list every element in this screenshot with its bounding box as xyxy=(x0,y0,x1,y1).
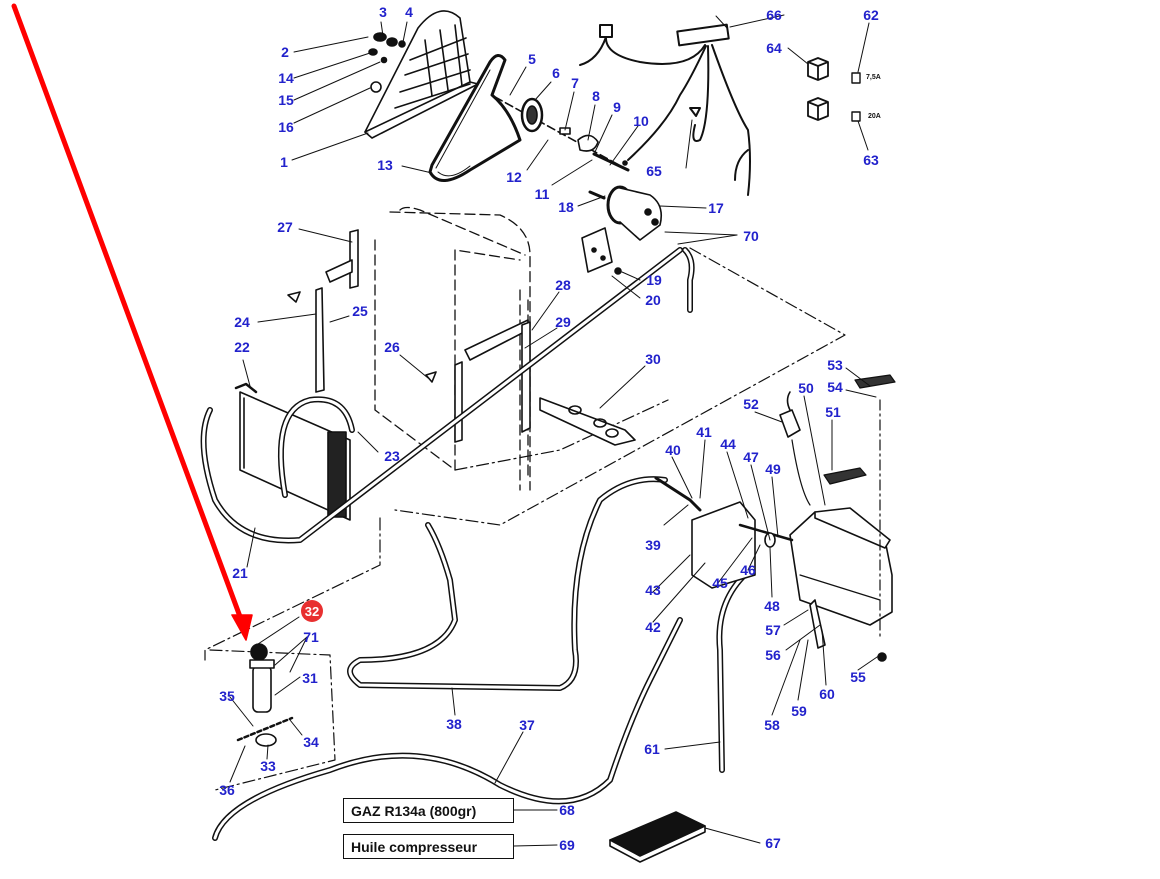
callout-label[interactable]: 8 xyxy=(592,88,600,104)
highlight-arrow xyxy=(11,3,253,641)
callout-label[interactable]: 15 xyxy=(278,92,294,108)
receiver-drier xyxy=(236,643,294,747)
pulley-assembly xyxy=(494,96,630,172)
callout-label[interactable]: 55 xyxy=(850,669,866,685)
condenser xyxy=(234,382,351,521)
callout-label[interactable]: 51 xyxy=(825,404,841,420)
callout-label[interactable]: 20 xyxy=(645,292,661,308)
callout-label[interactable]: 29 xyxy=(555,314,571,330)
callout-label[interactable]: 40 xyxy=(665,442,681,458)
evaporator-housing xyxy=(691,501,893,626)
brackets xyxy=(287,229,531,443)
refrigerant-gas-label: GAZ R134a (800gr) xyxy=(351,802,477,819)
callout-label[interactable]: 3 xyxy=(379,4,387,20)
callout-label[interactable]: 66 xyxy=(766,7,782,23)
refrigerant-gas-box[interactable]: GAZ R134a (800gr) xyxy=(343,798,514,823)
relays xyxy=(807,57,829,121)
callout-label[interactable]: 18 xyxy=(558,199,574,215)
filters xyxy=(823,374,896,485)
callout-label[interactable]: 22 xyxy=(234,339,250,355)
compressor-oil-box[interactable]: Huile compresseur xyxy=(343,834,514,859)
callout-label[interactable]: 41 xyxy=(696,424,712,440)
callout-label[interactable]: 54 xyxy=(827,379,843,395)
callout-label[interactable]: 58 xyxy=(764,717,780,733)
callout-label[interactable]: 42 xyxy=(645,619,661,635)
callout-label[interactable]: 52 xyxy=(743,396,759,412)
callout-label[interactable]: 17 xyxy=(708,200,724,216)
callout-label[interactable]: 57 xyxy=(765,622,781,638)
leader-lines xyxy=(229,14,881,847)
callout-label[interactable]: 24 xyxy=(234,314,250,330)
callout-label[interactable]: 35 xyxy=(219,688,235,704)
callout-label[interactable]: 25 xyxy=(352,303,368,319)
callout-label[interactable]: 69 xyxy=(559,837,575,853)
callout-label[interactable]: 33 xyxy=(260,758,276,774)
callout-label[interactable]: 49 xyxy=(765,461,781,477)
callout-label[interactable]: 31 xyxy=(302,670,318,686)
callout-label[interactable]: 59 xyxy=(791,703,807,719)
callout-label[interactable]: 16 xyxy=(278,119,294,135)
callout-label[interactable]: 23 xyxy=(384,448,400,464)
callout-label[interactable]: 9 xyxy=(613,99,621,115)
callout-label[interactable]: 11 xyxy=(534,186,550,202)
callout-label[interactable]: 7 xyxy=(571,75,579,91)
callout-label[interactable]: 48 xyxy=(764,598,780,614)
callout-label[interactable]: 4 xyxy=(405,4,413,20)
callout-label[interactable]: 37 xyxy=(519,717,535,733)
compressor xyxy=(581,185,663,275)
callout-label[interactable]: 71 xyxy=(303,629,319,645)
callout-label[interactable]: 53 xyxy=(827,357,843,373)
callout-label[interactable]: 70 xyxy=(743,228,759,244)
support-bracket xyxy=(539,397,636,446)
drive-belt xyxy=(428,54,522,182)
callout-label[interactable]: 50 xyxy=(798,380,814,396)
belt-guard xyxy=(364,10,479,139)
callout-label[interactable]: 19 xyxy=(646,272,662,288)
callout-label[interactable]: 65 xyxy=(646,163,662,179)
callout-label[interactable]: 27 xyxy=(277,219,293,235)
refrigerant-hoses xyxy=(200,247,753,841)
callout-label[interactable]: 64 xyxy=(766,40,782,56)
cabin-filter xyxy=(609,811,706,863)
callout-label[interactable]: 10 xyxy=(633,113,649,129)
callout-label[interactable]: 67 xyxy=(765,835,781,851)
callout-label[interactable]: 28 xyxy=(555,277,571,293)
callout-highlighted[interactable]: 32 xyxy=(301,600,323,622)
compressor-oil-label: Huile compresseur xyxy=(351,838,478,855)
callout-label[interactable]: 21 xyxy=(232,565,248,581)
fuses xyxy=(851,72,861,122)
callout-label[interactable]: 26 xyxy=(384,339,400,355)
callout-label[interactable]: 12 xyxy=(506,169,522,185)
callout-label[interactable]: 62 xyxy=(863,7,879,23)
callout-label[interactable]: 44 xyxy=(720,436,736,452)
callout-label[interactable]: 45 xyxy=(712,575,728,591)
callout-label[interactable]: 34 xyxy=(303,734,319,750)
guard-fasteners xyxy=(368,32,406,93)
callout-label[interactable]: 56 xyxy=(765,647,781,663)
callout-label[interactable]: 1 xyxy=(280,154,288,170)
cab-floor-dashdot xyxy=(204,247,846,791)
callout-label[interactable]: 39 xyxy=(645,537,661,553)
wiring-harness xyxy=(579,23,751,196)
callout-label[interactable]: 38 xyxy=(446,716,462,732)
fuse-rating-20a: 20A xyxy=(868,113,881,120)
fuse-rating-7-5a: 7,5A xyxy=(866,74,881,81)
callout-label[interactable]: 14 xyxy=(278,70,294,86)
callout-label[interactable]: 63 xyxy=(863,152,879,168)
callout-label[interactable]: 5 xyxy=(528,51,536,67)
callout-label[interactable]: 60 xyxy=(819,686,835,702)
callout-label[interactable]: 13 xyxy=(377,157,393,173)
callout-label[interactable]: 2 xyxy=(281,44,289,60)
callout-label[interactable]: 61 xyxy=(644,741,660,757)
callout-label[interactable]: 46 xyxy=(740,562,756,578)
callout-label[interactable]: 43 xyxy=(645,582,661,598)
callout-label[interactable]: 6 xyxy=(552,65,560,81)
callout-label[interactable]: 30 xyxy=(645,351,661,367)
callout-label[interactable]: 36 xyxy=(219,782,235,798)
callout-label[interactable]: 47 xyxy=(743,449,759,465)
callout-label[interactable]: 68 xyxy=(559,802,575,818)
